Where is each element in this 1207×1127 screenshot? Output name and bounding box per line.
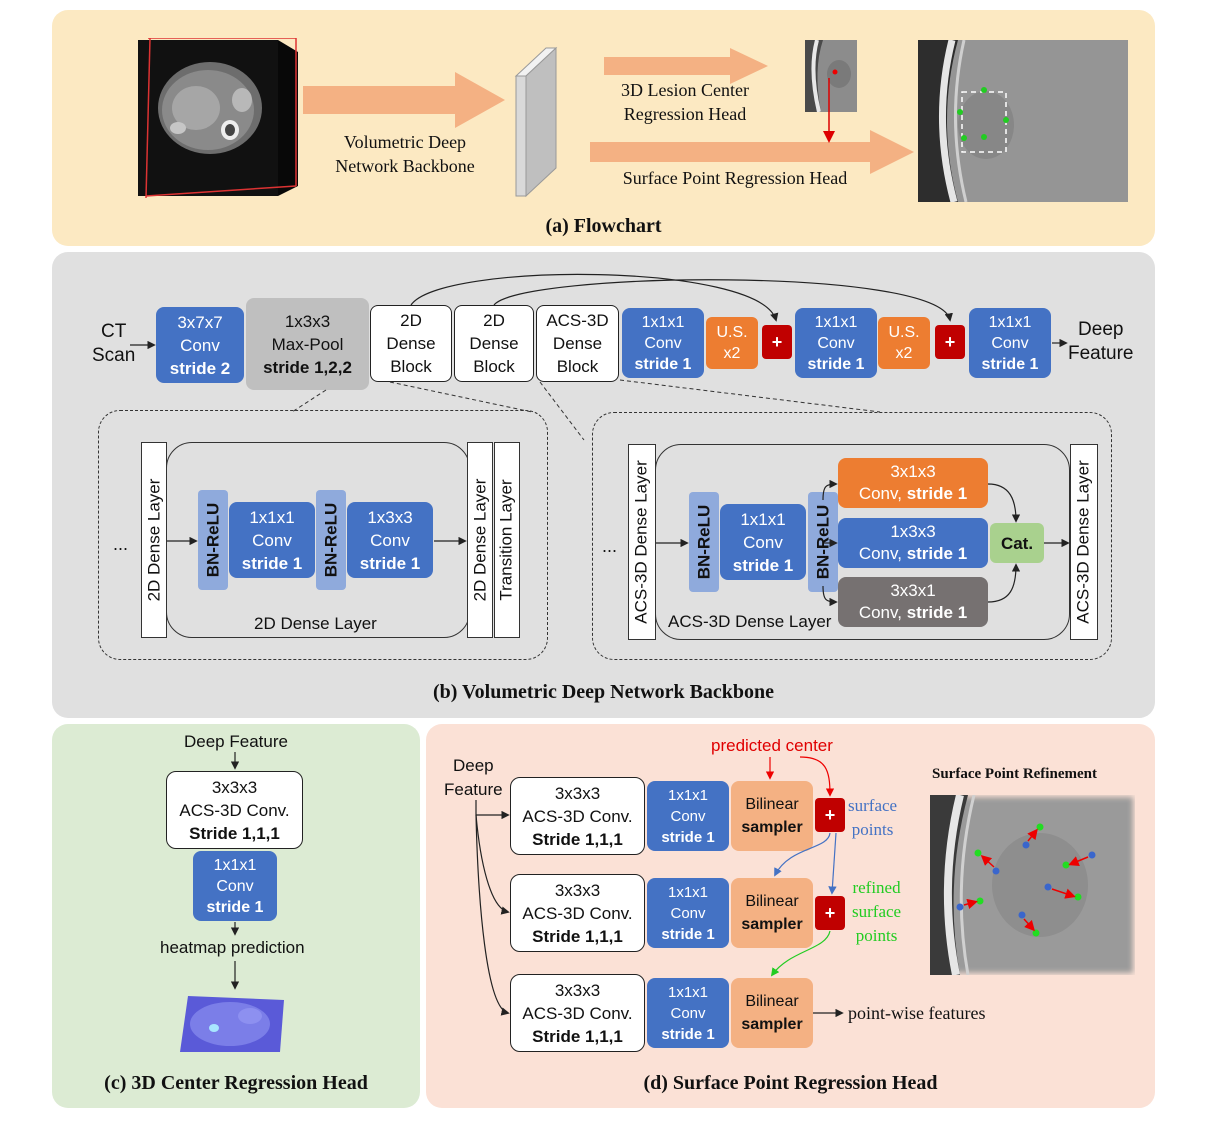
concat-block: Cat. — [990, 523, 1044, 563]
heatmap-prediction-label: heatmap prediction — [160, 938, 305, 957]
ct-volume-image — [138, 37, 298, 199]
bn-relu-2d-b: BN-ReLU — [316, 490, 346, 590]
deep-feature-output-label: Deep Feature — [1068, 319, 1134, 364]
right-ellipsis: ... — [602, 536, 618, 556]
add-b: + — [935, 325, 965, 359]
row2-add: + — [815, 896, 845, 930]
dense-2d-layer-label: 2D Dense Layer — [254, 614, 377, 633]
conv-1x3x3-acs: 1x3x3 Conv, stride 1 — [838, 518, 988, 568]
panel-a-caption: (a) Flowchart — [545, 215, 662, 237]
add-a: + — [762, 325, 792, 359]
acs-detail-frame — [592, 412, 1112, 660]
panel-d-caption: (d) Surface Point Regression Head — [643, 1072, 938, 1094]
transition-layer: Transition Layer — [494, 442, 520, 638]
feature-slab — [512, 46, 558, 198]
surface-points-label: surface points — [848, 796, 898, 839]
acs-dense-layer-label: ACS-3D Dense Layer — [668, 612, 832, 631]
upsample-b: U.S.x2 — [878, 317, 930, 369]
surface-head-label: Surface Point Regression Head — [622, 168, 848, 188]
next-acs-dense-layer: ACS-3D Dense Layer — [1070, 444, 1098, 640]
upsample-a: U.S.x2 — [706, 317, 758, 369]
surface-refinement-image — [930, 794, 1135, 976]
next-2d-dense-layer: 2D Dense Layer — [467, 442, 493, 638]
left-ellipsis: ... — [113, 534, 129, 554]
panel-b-caption: (b) Volumetric Deep Network Backbone — [432, 681, 775, 703]
refinement-title: Surface Point Refinement — [932, 766, 1097, 782]
refined-points-label: refined surface points — [852, 878, 902, 945]
surface-result-thumbnail — [918, 40, 1128, 202]
bn-relu-acs-a: BN-ReLU — [689, 492, 719, 592]
bn-relu-2d-a: BN-ReLU — [198, 490, 228, 590]
dense-2d-detail-frame — [98, 410, 548, 660]
conv-3x3x1-acs: 3x3x1 Conv, stride 1 — [838, 577, 988, 627]
predicted-center-label: predicted center — [711, 736, 833, 755]
row1-add: + — [815, 798, 845, 832]
conv-3x1x3-acs: 3x1x3 Conv, stride 1 — [838, 458, 988, 508]
panel-c-input-label: Deep Feature — [184, 732, 288, 751]
panel-d-input-label: Deep Feature — [444, 756, 503, 799]
heatmap-image — [180, 994, 286, 1054]
lesion-center-thumbnail — [805, 40, 857, 112]
pointwise-features-label: point-wise features — [848, 1003, 986, 1023]
panel-c-caption: (c) 3D Center Regression Head — [104, 1072, 368, 1094]
ct-scan-label: CT Scan — [92, 321, 136, 366]
